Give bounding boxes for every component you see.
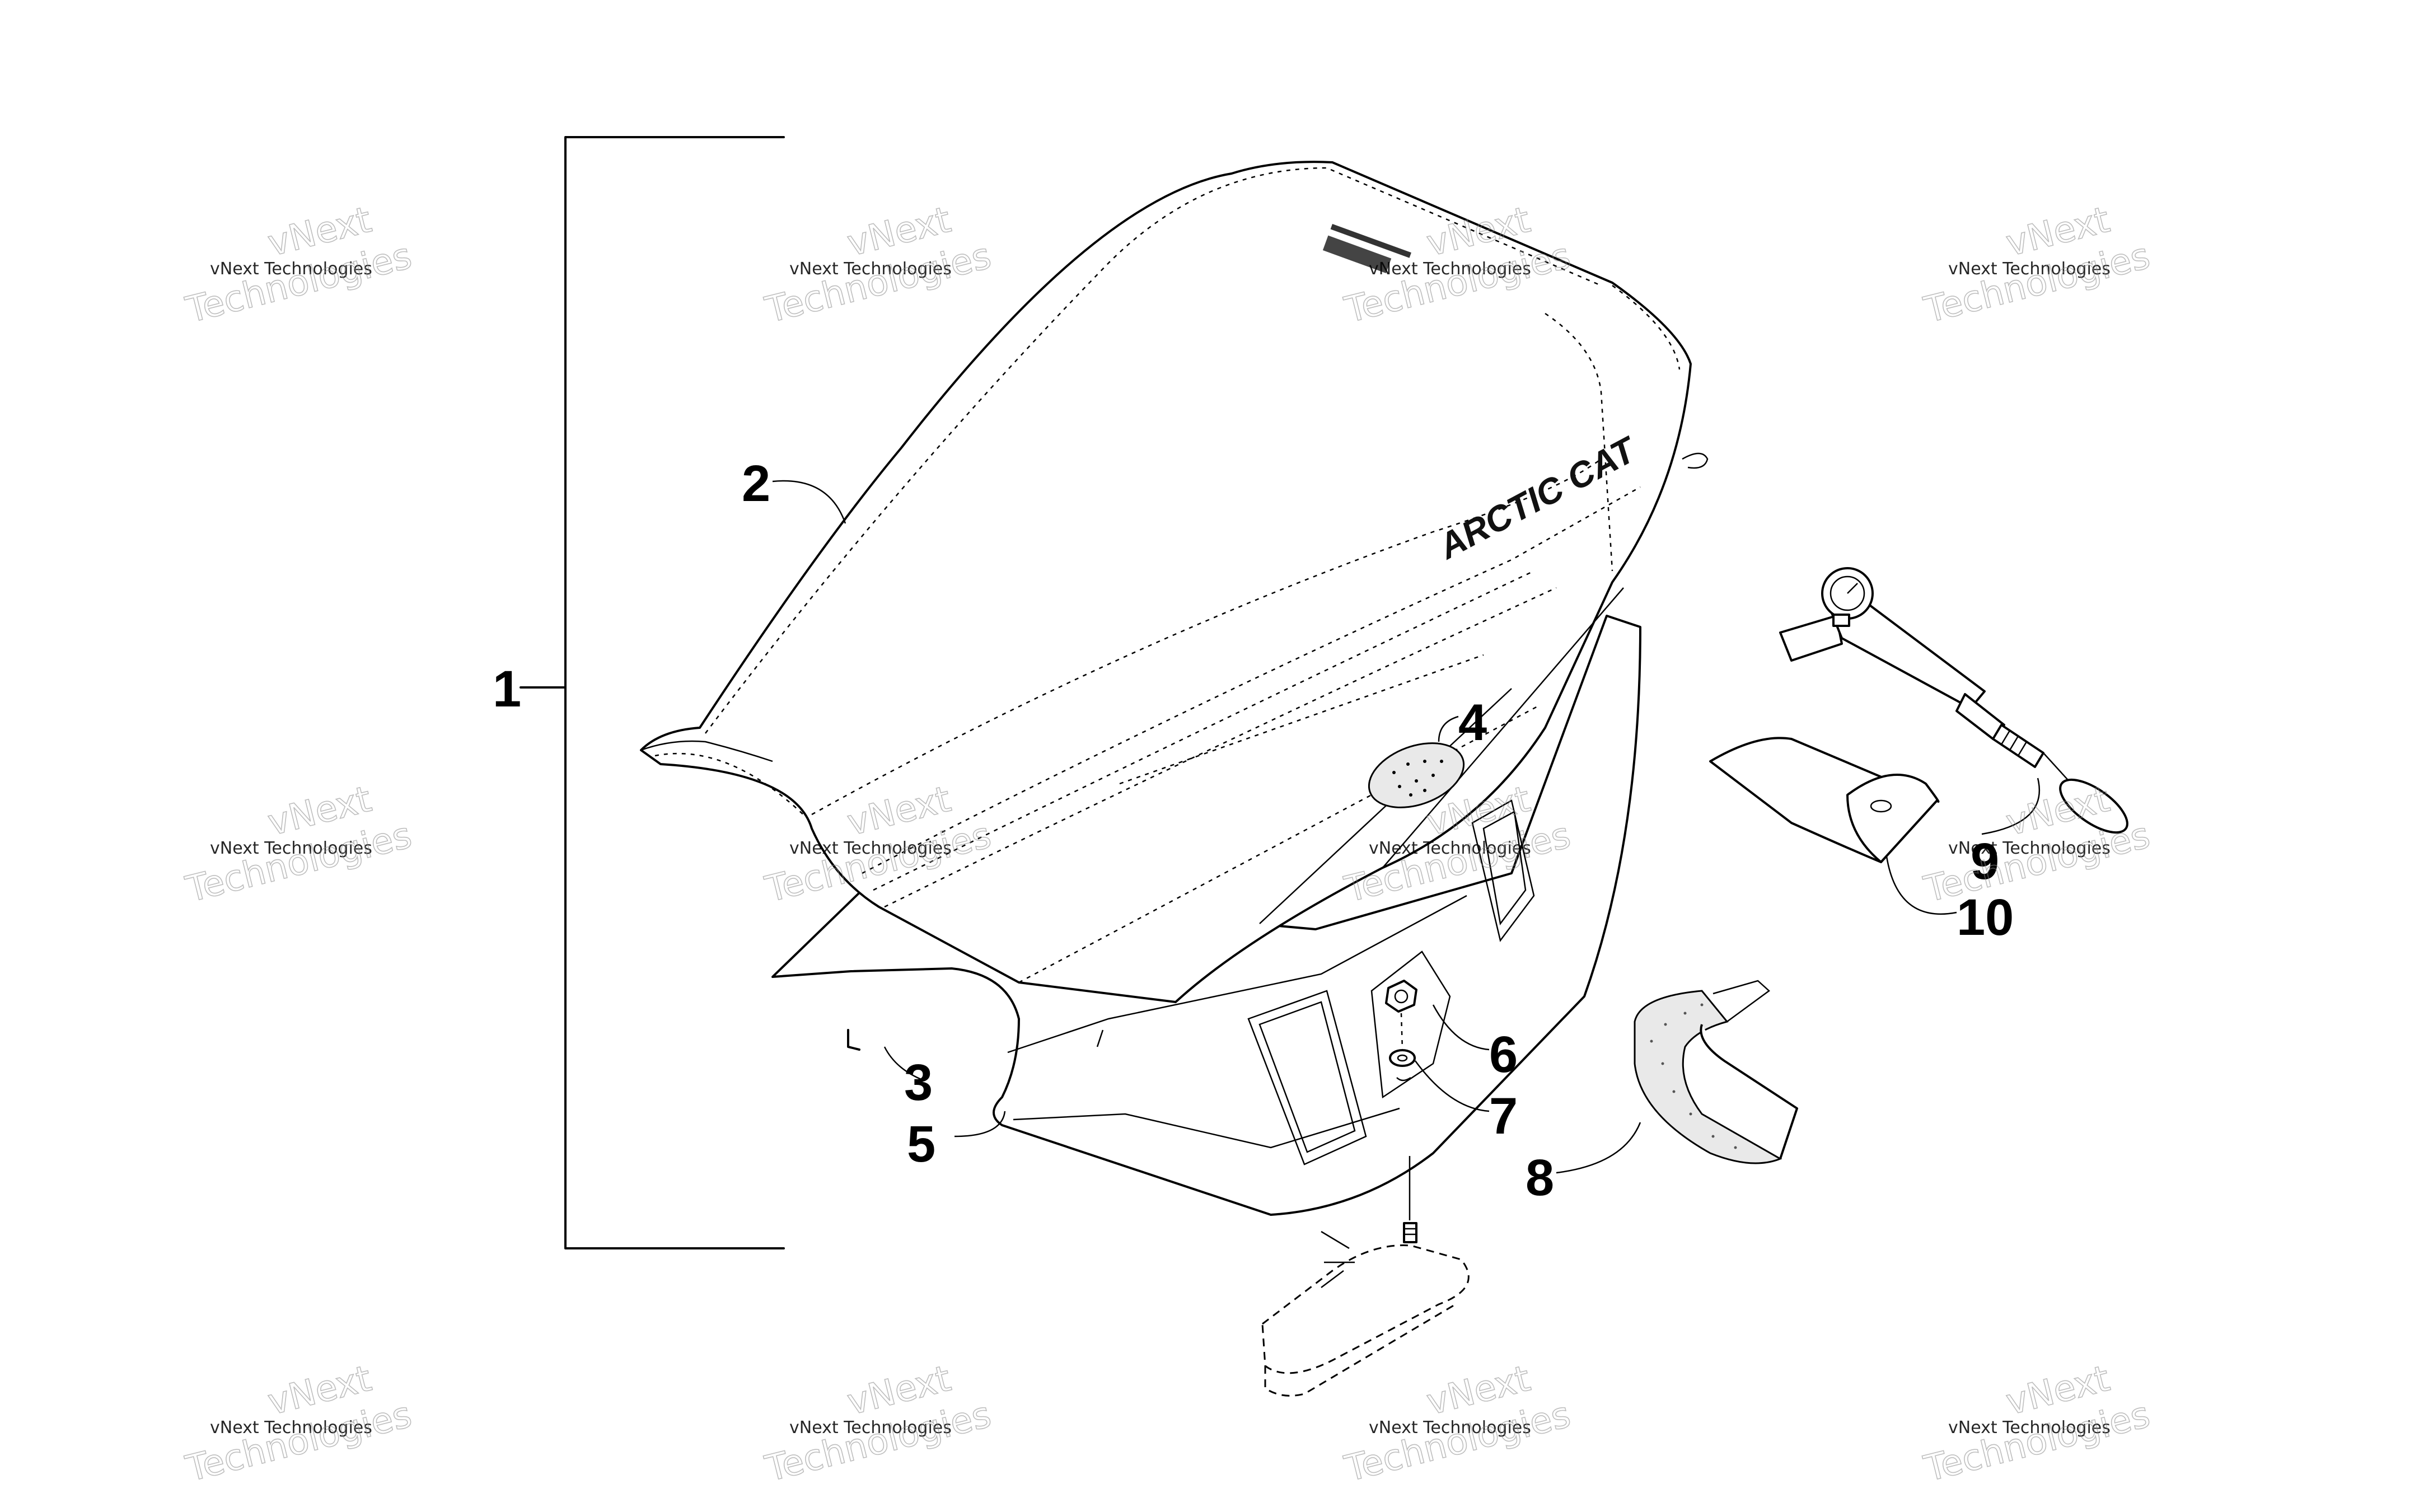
svg-text:vNext Technologies: vNext Technologies xyxy=(789,1418,952,1438)
callout-8: 8 xyxy=(1526,1149,1554,1206)
callout-4: 4 xyxy=(1458,694,1487,751)
assembly-bracket xyxy=(520,136,785,1249)
svg-text:vNext Technologies: vNext Technologies xyxy=(1369,1418,1531,1438)
pump-bag xyxy=(1709,737,1940,863)
svg-text:vNext Technologies: vNext Technologies xyxy=(210,839,372,858)
watermark: vNext Technologies Technologies vNext xyxy=(761,1357,995,1491)
leader-lines xyxy=(772,480,2041,1174)
watermark: vNext Technologies Technologies vNext xyxy=(181,199,416,332)
callout-6: 6 xyxy=(1489,1026,1518,1083)
velcro-strap xyxy=(1634,980,1798,1164)
svg-text:vNext Technologies: vNext Technologies xyxy=(1948,1418,2111,1438)
callout-1: 1 xyxy=(493,661,521,718)
svg-text:vNext Technologies: vNext Technologies xyxy=(1948,259,2111,279)
watermark: vNext Technologies Technologies vNext xyxy=(761,199,995,332)
watermark: vNext Technologies Technologies vNext xyxy=(1920,199,2154,332)
watermark: vNext Technologies Technologies vNext xyxy=(1920,1357,2154,1491)
svg-text:vNext Technologies: vNext Technologies xyxy=(1948,839,2111,858)
svg-text:vNext Technologies: vNext Technologies xyxy=(210,259,372,279)
seat-patch xyxy=(1368,742,1465,808)
callout-7: 7 xyxy=(1489,1088,1518,1145)
seat-base xyxy=(771,615,1641,1216)
watermark: vNext Technologies Technologies vNext xyxy=(1920,778,2154,911)
callout-5: 5 xyxy=(907,1116,935,1173)
washer xyxy=(1389,1013,1416,1082)
watermark: vNext Technologies Technologies vNext xyxy=(181,778,416,911)
callout-3: 3 xyxy=(904,1054,933,1111)
callout-10: 10 xyxy=(1957,889,2014,946)
mount-stud xyxy=(1403,1156,1417,1243)
watermark: vNext Technologies Technologies vNext xyxy=(1340,1357,1575,1491)
callout-2: 2 xyxy=(742,455,770,512)
svg-text:vNext Technologies: vNext Technologies xyxy=(789,259,952,279)
lock-nut xyxy=(1385,980,1417,1013)
svg-text:vNext Technologies: vNext Technologies xyxy=(789,839,952,858)
small-seat-graphic xyxy=(1322,224,1411,274)
svg-text:vNext Technologies: vNext Technologies xyxy=(1369,839,1531,858)
callout-9: 9 xyxy=(1971,833,1999,890)
tire-pump xyxy=(1779,567,2128,834)
phantom-chassis-mount xyxy=(1261,1230,1470,1397)
callout-numbers: 1 2 3 4 5 6 7 8 9 10 xyxy=(493,455,2014,1206)
svg-text:vNext Technologies: vNext Technologies xyxy=(210,1418,372,1438)
watermark: vNext Technologies Technologies vNext xyxy=(181,1357,416,1491)
svg-text:vNext Technologies: vNext Technologies xyxy=(1369,259,1531,279)
